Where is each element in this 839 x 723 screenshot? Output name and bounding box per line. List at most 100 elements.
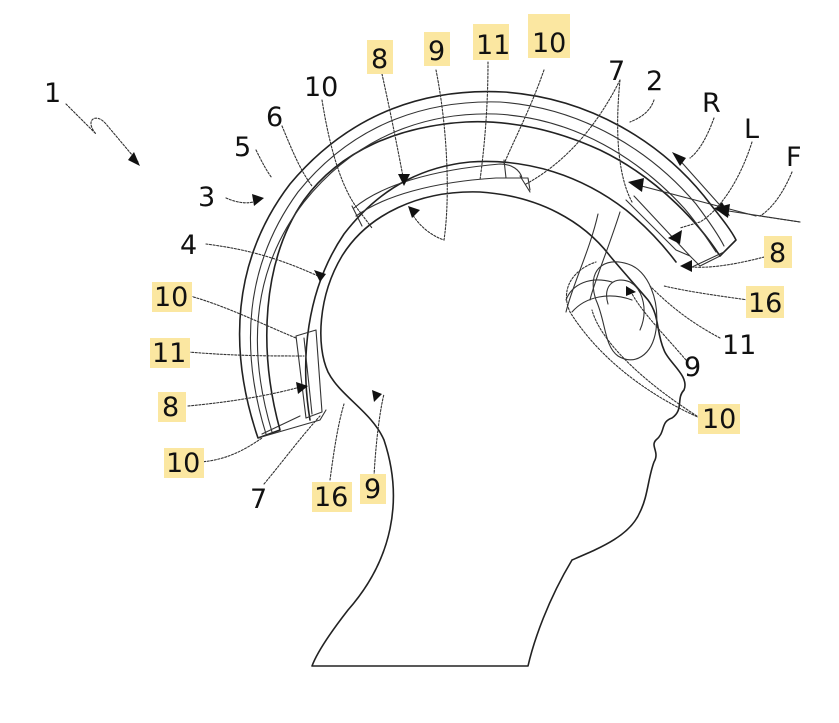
label-R: R (702, 88, 721, 119)
leader-11-left (187, 351, 305, 357)
leader-10-top-left (321, 99, 373, 229)
leader-7-top (525, 79, 633, 203)
numeral-9-right: 9 (684, 352, 701, 383)
numeral-8-right: 8 (769, 238, 786, 269)
front-pad-right (625, 195, 701, 267)
arrowhead-8-top (398, 174, 410, 186)
front-pad-top (353, 163, 523, 209)
arrow-L-line (633, 183, 757, 217)
front-pad-bottom (355, 177, 531, 217)
highlight-10-right-lower (698, 404, 740, 434)
leader-11-top (479, 61, 489, 181)
crown-pad-step (351, 159, 531, 227)
arrowhead-8-right (680, 260, 692, 272)
highlight-16-bottom (312, 482, 352, 512)
numeral-9-top: 9 (428, 36, 445, 67)
leader-7-bottom (263, 415, 321, 485)
leader-10-left-upper (189, 295, 297, 339)
helmet-inner-surface (304, 160, 677, 421)
label-L: L (744, 114, 759, 145)
leader-8-left (187, 385, 305, 407)
highlight-10-left-upper (152, 282, 192, 312)
arrow-F-line (721, 209, 801, 223)
leader-F (758, 171, 801, 223)
helmet-liner-boundary (256, 113, 717, 433)
helmet-side-line (565, 211, 621, 313)
numeral-10-left-upper: 10 (154, 282, 188, 313)
ear-fold (565, 279, 613, 301)
visor-edge (689, 251, 725, 269)
arrow-R-line (675, 155, 727, 213)
highlight-8-left (158, 392, 186, 422)
arrowhead-1 (128, 152, 140, 166)
numeral-4: 4 (180, 230, 197, 261)
leader-11-right (649, 285, 721, 339)
leader-9-right (629, 289, 687, 361)
numeral-10-top-right: 10 (532, 28, 566, 59)
highlight-16-right (746, 286, 784, 318)
helmet-outer-shell (238, 90, 737, 439)
label-F: F (786, 142, 802, 173)
leader-8-top (381, 73, 405, 183)
arrowhead-8-left (296, 382, 308, 394)
numeral-8-top: 8 (371, 44, 388, 75)
numeral-16-bottom: 16 (314, 482, 348, 513)
leader-9-top (409, 69, 448, 241)
leader-2 (629, 99, 655, 123)
highlight-10-left-lower (164, 448, 204, 478)
leader-16-right (663, 285, 749, 301)
leader-R (689, 117, 715, 159)
leader-L (679, 141, 753, 229)
rear-bottom-edge (257, 409, 327, 439)
arrowhead-9-top (408, 206, 420, 218)
numeral-3: 3 (198, 182, 215, 213)
arrowhead-3 (252, 194, 264, 206)
rear-pad-inner (303, 337, 313, 415)
head-silhouette (311, 191, 686, 667)
numeral-10-top-left: 10 (304, 72, 338, 103)
arrowhead-9-bottom (372, 390, 382, 402)
numeral-7-top: 7 (608, 56, 625, 87)
rear-pad (295, 329, 323, 419)
arrow-R-head-a (672, 152, 686, 166)
numeral-10-right-lower: 10 (702, 404, 736, 435)
leader-10-left-lower (199, 437, 263, 463)
arrow-F-head (714, 204, 730, 218)
helmet-shell-inner-edge (249, 101, 725, 435)
numeral-11-left: 11 (152, 338, 186, 369)
highlight-8-right (764, 236, 792, 268)
numeral-1: 1 (44, 78, 61, 109)
highlight-10-top-right (528, 14, 570, 58)
ear-inner (606, 279, 645, 331)
numeral-10-left-lower: 10 (166, 448, 200, 479)
leader-9-bottom (373, 393, 385, 477)
arrow-L-lower-head (668, 230, 682, 244)
highlight-9-top (424, 32, 450, 66)
numeral-11-top: 11 (476, 30, 510, 61)
highlight-8-top (367, 40, 393, 74)
leader-1 (65, 103, 139, 163)
leader-10-top-right (503, 69, 545, 165)
numeral-11-right: 11 (722, 330, 756, 361)
arrowhead-4 (314, 270, 326, 282)
numeral-8-left: 8 (162, 392, 179, 423)
numeral-16-right: 16 (748, 288, 782, 319)
leader-10-right-lower (565, 261, 701, 419)
highlight-11-left (150, 338, 190, 368)
leader-5 (255, 149, 273, 179)
leader-16-bottom (329, 403, 345, 481)
arrow-L-head (628, 178, 644, 192)
numeral-2: 2 (646, 66, 663, 97)
ear-fold-2 (571, 295, 633, 313)
highlight-9-bottom (360, 474, 386, 504)
numeral-9-bottom: 9 (364, 474, 381, 505)
numeral-6: 6 (266, 102, 283, 133)
arrowhead-9-right (626, 286, 636, 296)
leader-8-right (683, 255, 769, 268)
leader-6 (281, 125, 313, 187)
ear-outline (592, 261, 658, 361)
numeral-5: 5 (234, 132, 251, 163)
numeral-7-bottom: 7 (250, 484, 267, 515)
leader-4 (205, 243, 319, 277)
